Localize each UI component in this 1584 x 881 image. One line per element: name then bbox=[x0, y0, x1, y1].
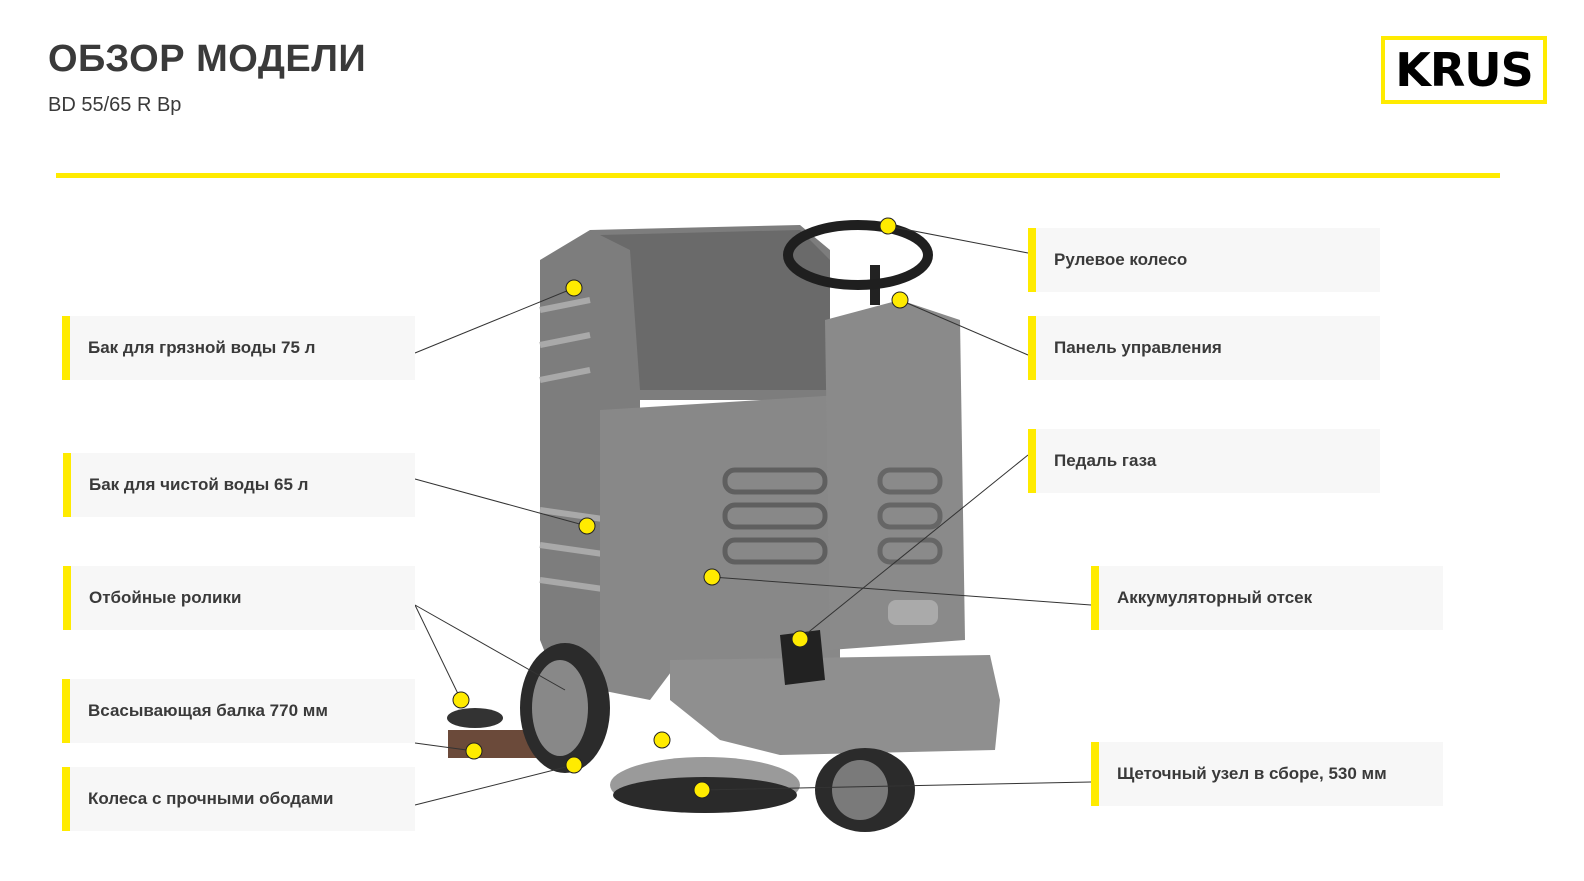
dot-bumper-rollers-2 bbox=[653, 731, 671, 749]
dot-squeegee bbox=[465, 742, 483, 760]
callout-steering-wheel: Рулевое колесо bbox=[1028, 228, 1380, 292]
dot-clean-tank bbox=[578, 517, 596, 535]
callout-clean-water-tank: Бак для чистой воды 65 л bbox=[63, 453, 415, 517]
dot-steering-wheel bbox=[879, 217, 897, 235]
callout-dots bbox=[452, 217, 909, 799]
callout-squeegee: Всасывающая балка 770 мм bbox=[62, 679, 415, 743]
page-title: ОБЗОР МОДЕЛИ bbox=[48, 38, 367, 80]
dot-brush-deck bbox=[693, 781, 711, 799]
krus-logo: KRUS bbox=[1381, 36, 1547, 104]
dot-control-panel bbox=[891, 291, 909, 309]
callout-control-panel: Панель управления bbox=[1028, 316, 1380, 380]
scrubber-dryer-image bbox=[447, 220, 1000, 832]
callout-brush-deck: Щеточный узел в сборе, 530 мм bbox=[1091, 742, 1443, 806]
model-subtitle: BD 55/65 R Bp bbox=[48, 94, 182, 116]
divider bbox=[56, 173, 1500, 178]
dot-battery bbox=[703, 568, 721, 586]
callout-lines bbox=[414, 225, 1092, 806]
dot-wheels bbox=[565, 756, 583, 774]
dot-gas-pedal bbox=[791, 630, 809, 648]
dot-dirty-tank bbox=[565, 279, 583, 297]
callout-battery-compartment: Аккумуляторный отсек bbox=[1091, 566, 1443, 630]
callout-bumper-rollers: Отбойные ролики bbox=[63, 566, 415, 630]
dot-bumper-rollers bbox=[452, 691, 470, 709]
callout-gas-pedal: Педаль газа bbox=[1028, 429, 1380, 493]
callout-dirty-water-tank: Бак для грязной воды 75 л bbox=[62, 316, 415, 380]
callout-wheels: Колеса с прочными ободами bbox=[62, 767, 415, 831]
